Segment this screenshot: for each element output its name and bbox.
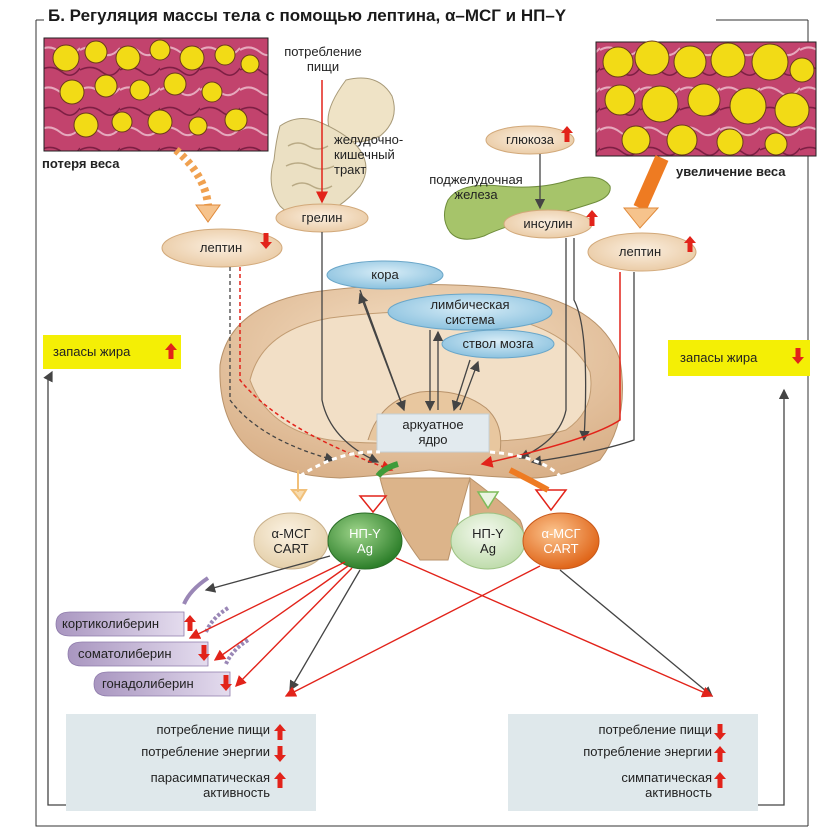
glucose-up-indicator <box>561 126 573 142</box>
diagram-title: Б. Регуляция массы тела с помощью лептин… <box>44 6 571 26</box>
weight-gain-label: увеличение веса <box>676 164 786 179</box>
leptin-label-right: лептин <box>618 244 662 259</box>
right-result-energy-use: потребление энергии <box>583 744 712 759</box>
insulin-label: инсулин <box>523 216 573 231</box>
results-box-left <box>66 714 316 811</box>
leptin-label-left: лептин <box>199 240 243 255</box>
leptin-left-dark-arrow <box>229 267 336 463</box>
fat-stores-box-left <box>43 335 181 369</box>
glucose-label: глюкоза <box>506 132 554 147</box>
msh-to-left-results-arrow <box>284 565 541 697</box>
ghrelin-label: грелин <box>301 210 343 225</box>
gnrh-pill <box>93 671 231 697</box>
insulin-up-indicator <box>586 210 598 226</box>
ghrh-label: соматолиберин <box>78 646 172 661</box>
right-result-indicator-2 <box>714 772 726 788</box>
npy-release-arrow-left <box>358 495 388 514</box>
msh-cart-node-right <box>522 512 600 570</box>
msh-to-crh-arrow <box>204 555 331 593</box>
leptin-node-right <box>587 232 697 272</box>
left-result-food-intake: потребление пищи <box>156 722 270 737</box>
gnrh-down-indicator <box>220 675 232 691</box>
left-result-indicator-1 <box>274 746 286 762</box>
ghrh-pill <box>67 641 209 667</box>
npy-to-right-results-arrow <box>395 557 714 698</box>
adipose-tissue-image-left <box>43 37 269 152</box>
fat-stores-box-right <box>668 340 810 376</box>
insulin-signal-arrow <box>518 238 567 460</box>
leptin-right-dark-arrow <box>530 272 635 466</box>
left-result-parasympathetic: парасимпатическая активность <box>150 770 270 800</box>
ghrh-down-indicator <box>198 645 210 661</box>
leptin-left-red-arrow <box>239 267 394 473</box>
feedback-loop-right <box>758 388 790 806</box>
arcuate-nucleus-box <box>376 413 490 453</box>
leptin-right-red-arrow <box>480 272 621 468</box>
npy-to-hormone-arrows <box>188 561 353 687</box>
left-result-indicator-0 <box>274 724 286 740</box>
insulin-signal-arrow-2 <box>573 238 590 442</box>
npy-ag-label-right: НП-Y Ag <box>472 526 504 556</box>
gnrh-label: гонадолиберин <box>102 676 194 691</box>
msh-release-arrow-left <box>289 470 308 502</box>
leptin-release-arrow-left <box>173 146 221 223</box>
cortex-node <box>326 260 444 290</box>
brain-connection-arrows <box>358 289 480 412</box>
leptin-node-left <box>161 228 283 268</box>
npy-ag-node-left <box>327 512 403 570</box>
crh-up-indicator <box>184 615 196 631</box>
crh-label: кортиколиберин <box>62 616 160 631</box>
pancreas-label: поджелудочная железа <box>429 172 523 202</box>
msh-cart-label-left: α-МСГ CART <box>271 526 311 556</box>
left-result-energy-use: потребление энергии <box>141 744 270 759</box>
adipose-tissue-image-right <box>595 40 817 157</box>
msh-cart-label-right: α-МСГ CART <box>541 526 581 556</box>
ghrelin-signal-arrow <box>321 232 380 463</box>
fat-stores-label-right: запасы жира <box>680 350 758 365</box>
fat-left-up-indicator <box>165 343 177 359</box>
feedback-loop-left <box>43 370 66 806</box>
npy-release-arrow-right <box>476 491 500 510</box>
npy-left-to-left-results-arrow <box>289 569 361 692</box>
leptin-right-up-indicator <box>684 236 696 252</box>
right-result-sympathetic: симпатическая активность <box>621 770 712 800</box>
food-intake-label: потребление пищи <box>284 44 362 74</box>
gi-tract-label: желудочно- кишечный тракт <box>334 132 404 177</box>
limbic-system-label: лимбическая система <box>430 297 510 327</box>
arcuate-nucleus-label: аркуатное ядро <box>402 417 464 447</box>
right-result-indicator-1 <box>714 746 726 762</box>
fat-right-down-indicator <box>792 348 804 364</box>
crh-pill <box>55 611 185 637</box>
pancreas-illustration <box>444 176 611 240</box>
right-result-food-intake: потребление пищи <box>598 722 712 737</box>
results-box-right <box>508 714 758 811</box>
brainstem-node <box>441 329 555 359</box>
fat-stores-label-left: запасы жира <box>53 344 131 359</box>
cortex-label: кора <box>371 267 399 282</box>
left-result-indicator-2 <box>274 772 286 788</box>
weight-loss-label: потеря веса <box>42 156 120 171</box>
direction-indicators <box>165 126 804 788</box>
brainstem-label: ствол мозга <box>462 336 534 351</box>
leptin-left-down-indicator <box>260 233 272 249</box>
npy-ag-label-left: НП-Y Ag <box>349 526 381 556</box>
msh-release-arrow-right <box>534 489 568 512</box>
limbic-system-node <box>387 293 553 331</box>
leptin-release-arrow-right <box>622 155 669 229</box>
msh-right-to-right-results-arrow <box>559 569 714 697</box>
glucose-node <box>485 125 575 155</box>
right-result-indicator-0 <box>714 724 726 740</box>
